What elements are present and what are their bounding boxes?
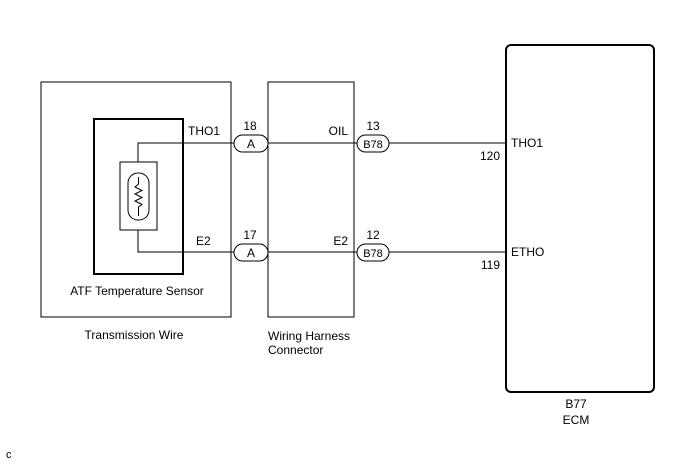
sensor-lead-e2: [137, 230, 234, 253]
wiring-harness-label-line2: Connector: [268, 343, 323, 357]
sensor-pin-e2-label: E2: [196, 234, 211, 248]
connector-b78-top-pin: 13: [366, 119, 380, 133]
ecm-pin-etho-label: ETHO: [511, 245, 544, 259]
connector-a-bottom: [233, 243, 269, 262]
connector-a-top-code: A: [247, 137, 255, 151]
connector-b78-bottom-code: B78: [363, 248, 383, 260]
thermistor-icon: [119, 161, 158, 231]
sensor-lead-tho1: [137, 142, 234, 162]
wiring-harness-box: [267, 81, 355, 318]
connector-b78-bottom-pin: 12: [366, 228, 380, 242]
ecm-pin-119: 119: [481, 258, 500, 272]
ecm-pin-tho1-label: THO1: [511, 136, 543, 150]
wiring-harness-label-line1: Wiring Harness: [268, 329, 350, 343]
transmission-wire-box: [40, 81, 232, 318]
connector-b78-top: [356, 134, 390, 153]
sensor-pin-tho1-label: THO1: [188, 124, 220, 138]
ecm-label: ECM: [563, 413, 590, 427]
atf-sensor-label: ATF Temperature Sensor: [70, 284, 204, 298]
ecm-pin-120: 120: [480, 149, 500, 163]
connector-a-bottom-code: A: [247, 246, 255, 260]
connector-b78-bottom: [356, 243, 390, 262]
connector-a-top-pin: 18: [243, 119, 257, 133]
connector-b78-top-code: B78: [363, 139, 383, 151]
harness-e2-label: E2: [333, 234, 348, 248]
transmission-wire-label: Transmission Wire: [85, 328, 184, 342]
connector-a-top: [233, 134, 269, 153]
harness-oil-label: OIL: [329, 124, 349, 138]
atf-sensor-box: [93, 118, 184, 275]
ecm-code-label: B77: [565, 397, 587, 411]
ecm-box: [505, 44, 655, 393]
corner-mark: c: [6, 449, 12, 461]
connector-a-bottom-pin: 17: [243, 228, 257, 242]
